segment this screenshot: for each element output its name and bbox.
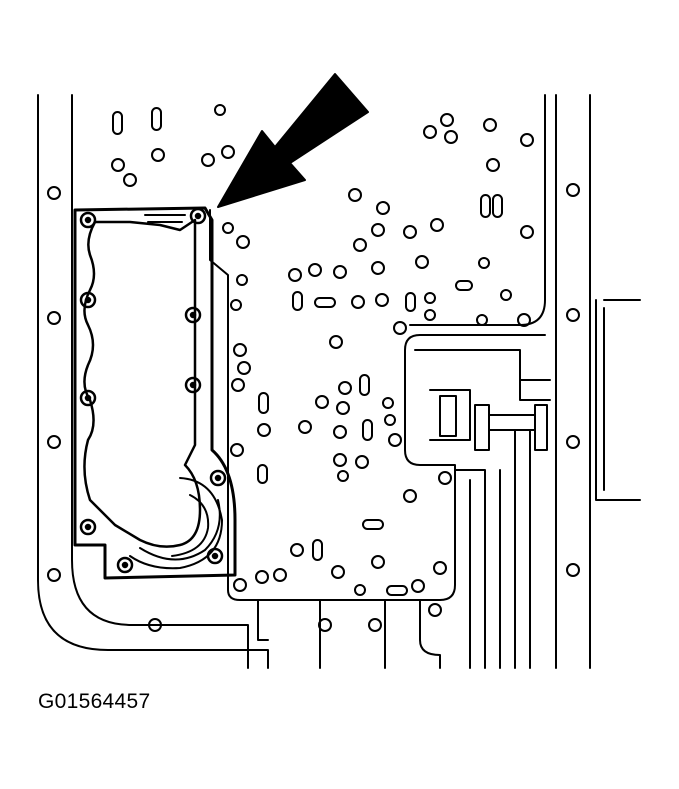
filter-gasket (73, 206, 237, 580)
case-bolt-holes (47, 183, 580, 632)
internal-channels (414, 349, 551, 669)
valve-body-plate (209, 209, 546, 669)
valve-body-holes (111, 104, 534, 596)
gasket-bolts (79, 207, 227, 574)
figure-id-code: G01564457 (38, 690, 151, 713)
valve-body-diagram (37, 73, 641, 669)
callout-arrow-icon (217, 73, 369, 208)
case-outline (37, 94, 641, 669)
